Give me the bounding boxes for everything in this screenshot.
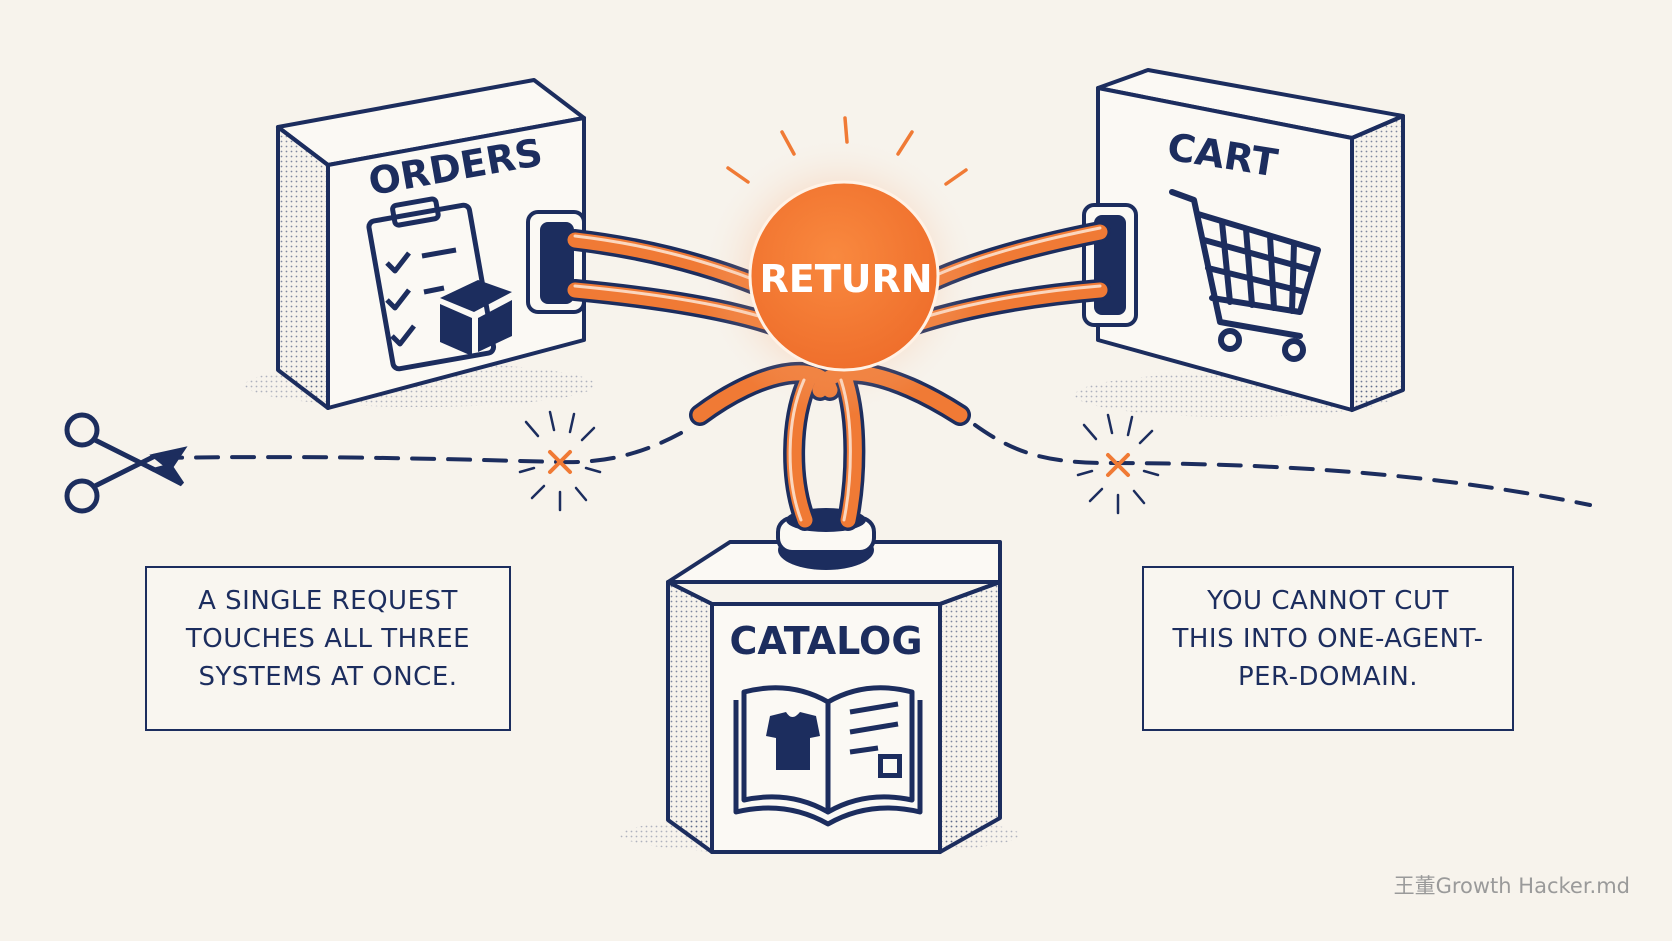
open-book-icon: [733, 685, 923, 827]
callout-left-line: TOUCHES ALL THREE: [185, 624, 471, 654]
callout-left-line: SYSTEMS AT ONCE.: [198, 662, 458, 692]
callout-left-line: A SINGLE REQUEST: [198, 586, 458, 616]
watermark: 王董Growth Hacker.md: [1393, 874, 1630, 898]
shopping-cart-icon: [1169, 189, 1321, 362]
cut-mark-icon: [518, 410, 602, 512]
callout-right-line: YOU CANNOT CUT: [1207, 586, 1449, 616]
orders-node: ORDERS: [245, 78, 595, 410]
package-icon: [440, 280, 512, 356]
cut-mark-icon: [1076, 413, 1160, 515]
callout-left: A SINGLE REQUEST TOUCHES ALL THREE SYSTE…: [145, 566, 511, 731]
scissors-icon: [64, 412, 188, 514]
catalog-node: CATALOG: [620, 508, 1020, 855]
callout-right-line: PER-DOMAIN.: [1237, 662, 1419, 692]
cut-line: [158, 423, 1592, 507]
t-shirt-icon: [766, 712, 820, 770]
return-hub: [748, 180, 940, 372]
callout-right-line: THIS INTO ONE-AGENT-: [1172, 624, 1484, 654]
return-label: RETURN: [759, 257, 932, 301]
hub-rays: [726, 116, 968, 186]
cart-node: CART: [1075, 68, 1405, 417]
clipboard-icon: [366, 196, 497, 372]
callout-right: YOU CANNOT CUT THIS INTO ONE-AGENT- PER-…: [1142, 566, 1514, 731]
catalog-label: CATALOG: [729, 619, 922, 663]
